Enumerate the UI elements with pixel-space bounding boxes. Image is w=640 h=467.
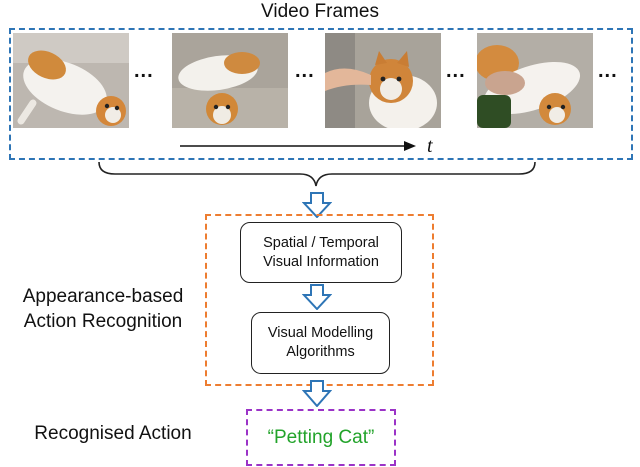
spatial-temporal-node: Spatial / Temporal Visual Information bbox=[240, 222, 402, 283]
video-frame-4 bbox=[477, 33, 593, 128]
recognised-action-label: Recognised Action bbox=[34, 423, 192, 444]
video-frames-container bbox=[9, 28, 633, 160]
time-arrow bbox=[180, 141, 416, 151]
recognised-action-value: “Petting Cat” bbox=[267, 426, 375, 448]
video-frame-2 bbox=[172, 33, 288, 128]
ellipsis-4: ... bbox=[598, 60, 618, 82]
ellipsis-2: ... bbox=[295, 60, 315, 82]
video-frame-1 bbox=[13, 33, 129, 128]
recognised-action-box: “Petting Cat” bbox=[246, 409, 396, 466]
video-frames-title: Video Frames bbox=[261, 1, 379, 22]
appearance-based-label: Appearance-based Action Recognition bbox=[22, 286, 184, 332]
time-label: t bbox=[427, 135, 433, 157]
ellipsis-1: ... bbox=[134, 60, 154, 82]
ellipsis-3: ... bbox=[446, 60, 466, 82]
visual-modelling-node: Visual Modelling Algorithms bbox=[251, 312, 390, 374]
down-arrow-icon bbox=[302, 284, 332, 310]
down-arrow-icon bbox=[302, 380, 332, 407]
down-arrow-icon bbox=[302, 192, 332, 218]
curly-brace bbox=[98, 161, 536, 187]
video-frame-3 bbox=[325, 33, 441, 128]
